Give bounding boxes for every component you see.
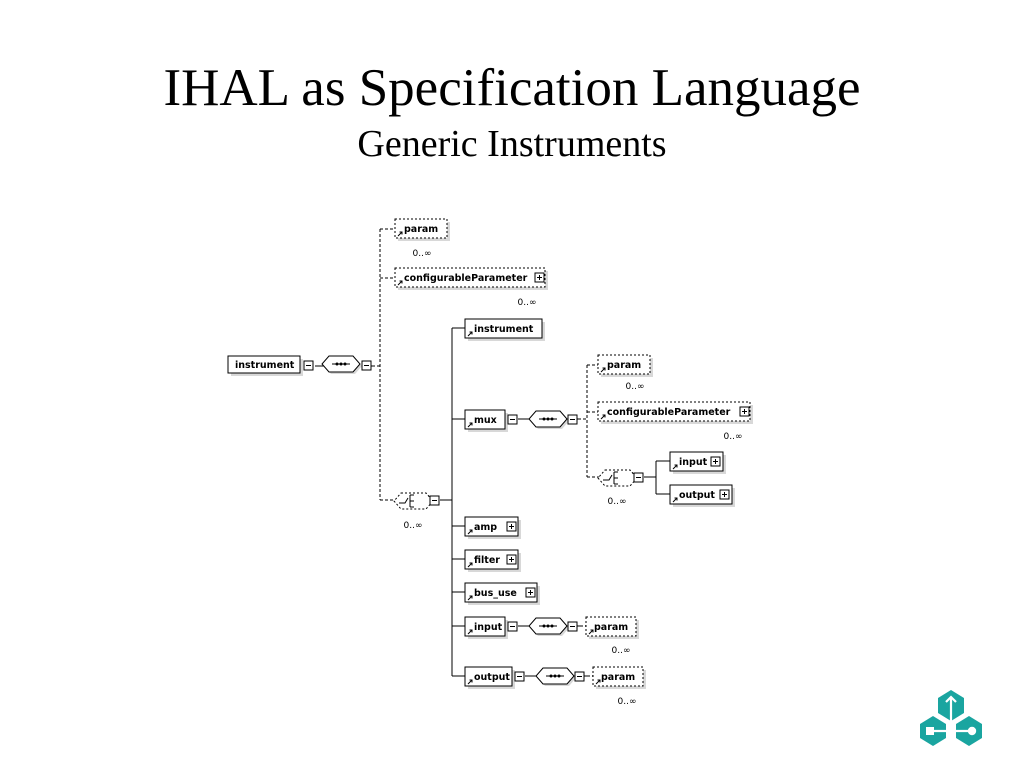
output-param-cardinality: 0..∞ <box>618 697 637 707</box>
child-filter-label: filter <box>474 555 500 566</box>
collapse-minus-icon[interactable] <box>429 495 440 506</box>
child-amp-label: amp <box>474 522 497 533</box>
attr-configurable-cardinality: 0..∞ <box>518 298 537 308</box>
mux-param-cardinality: 0..∞ <box>626 382 645 392</box>
mux-input-label: input <box>679 457 708 468</box>
output-param-node[interactable]: param <box>592 666 646 689</box>
child-instrument-label: instrument <box>474 324 534 335</box>
collapse-minus-icon[interactable] <box>567 414 578 425</box>
child-mux-node[interactable]: mux <box>464 409 508 432</box>
input-param-node[interactable]: param <box>585 616 639 639</box>
mux-configurable-node[interactable]: configurableParameter <box>597 401 753 424</box>
expand-plus-icon[interactable] <box>506 554 517 565</box>
choice-compositor-icon <box>597 469 638 487</box>
collapse-minus-icon[interactable] <box>514 671 525 682</box>
root-instrument-label: instrument <box>235 360 295 371</box>
expand-plus-icon[interactable] <box>525 587 536 598</box>
expand-plus-icon[interactable] <box>719 489 730 500</box>
choice-compositor-icon <box>393 492 434 510</box>
collapse-minus-icon[interactable] <box>567 621 578 632</box>
sequence-compositor-icon <box>528 617 569 636</box>
input-param-cardinality: 0..∞ <box>612 646 631 656</box>
slide-subtitle: Generic Instruments <box>357 123 667 165</box>
attr-param-label: param <box>404 224 438 235</box>
attr-configurable-node[interactable]: configurableParameter <box>394 267 548 290</box>
root-instrument-node[interactable]: instrument <box>227 355 303 376</box>
mux-param-node[interactable]: param <box>597 354 653 377</box>
attr-param-cardinality: 0..∞ <box>413 249 432 259</box>
expand-plus-icon[interactable] <box>534 272 545 283</box>
collapse-minus-icon[interactable] <box>507 621 518 632</box>
collapse-minus-icon[interactable] <box>574 671 585 682</box>
slide-title: IHAL as Specification Language <box>163 59 861 117</box>
collapse-minus-icon[interactable] <box>633 472 644 483</box>
sequence-compositor-icon <box>535 667 576 686</box>
mux-configurable-cardinality: 0..∞ <box>724 432 743 442</box>
child-output-node[interactable]: output <box>464 666 515 689</box>
collapse-minus-icon[interactable] <box>303 360 314 371</box>
child-instrument-node[interactable]: instrument <box>464 318 545 341</box>
mux-choice-cardinality: 0..∞ <box>608 497 627 507</box>
child-output-label: output <box>474 672 510 683</box>
child-bus-use-node[interactable]: bus_use <box>464 582 540 605</box>
molecule-logo-icon <box>920 690 982 746</box>
child-bus-use-label: bus_use <box>474 588 517 599</box>
mux-param-label: param <box>607 360 641 371</box>
expand-plus-icon[interactable] <box>710 456 721 467</box>
child-filter-node[interactable]: filter <box>464 549 521 572</box>
collapse-minus-icon[interactable] <box>507 414 518 425</box>
sequence-compositor-icon <box>528 410 569 429</box>
collapse-minus-icon[interactable] <box>361 360 372 371</box>
mux-output-node[interactable]: output <box>669 484 735 507</box>
mux-input-node[interactable]: input <box>669 451 726 474</box>
mux-configurable-label: configurableParameter <box>607 407 731 418</box>
child-input-label: input <box>474 622 503 633</box>
expand-plus-icon[interactable] <box>506 521 517 532</box>
attr-param-node[interactable]: param <box>394 218 450 241</box>
attr-configurable-label: configurableParameter <box>404 273 528 284</box>
choice-cardinality: 0..∞ <box>404 521 423 531</box>
input-param-label: param <box>594 622 628 633</box>
child-input-node[interactable]: input <box>464 616 508 639</box>
mux-output-label: output <box>679 490 715 501</box>
connector-lines <box>315 228 670 677</box>
expand-plus-icon[interactable] <box>739 406 750 417</box>
sequence-compositor-icon <box>321 355 362 374</box>
child-mux-label: mux <box>474 415 497 426</box>
child-amp-node[interactable]: amp <box>464 516 521 539</box>
output-param-label: param <box>601 672 635 683</box>
